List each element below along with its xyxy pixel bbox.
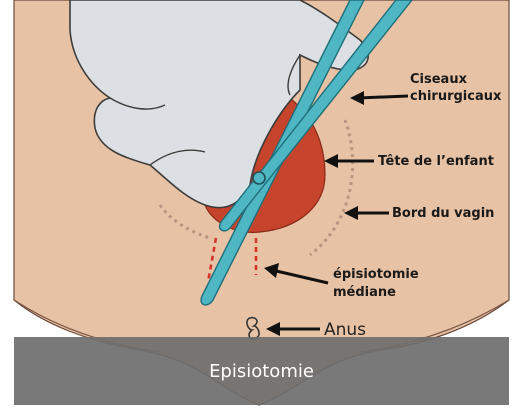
vagina-edge-right [309,119,355,257]
caption-text: Episiotomie [209,360,314,382]
label-episiotomy-line1: épisiotomie [333,267,419,282]
glove-finger-line [149,149,206,166]
vagina-edge-left [158,204,211,240]
label-head: Tête de l’enfant [378,154,494,169]
label-scissors-line1: Ciseaux [410,72,468,87]
arrow-vagina-edge [344,206,389,220]
scissors-blade [218,0,413,232]
arrow-scissors [350,91,409,105]
label-episiotomy-line2: médiane [333,285,396,300]
arrow-anus [266,322,320,336]
glove-finger-line [109,97,166,110]
caption-band: Episiotomie [14,337,509,405]
arrow-head [324,154,374,168]
gloved-hand [69,0,369,209]
glove-finger-line [287,54,301,96]
label-anus: Anus [324,320,366,340]
incision-line [206,237,218,283]
label-scissors-line2: chirurgicaux [410,89,502,104]
scissors-pivot [252,171,266,185]
arrow-episiotomy [264,263,329,285]
label-vagina-edge: Bord du vagin [392,206,494,221]
